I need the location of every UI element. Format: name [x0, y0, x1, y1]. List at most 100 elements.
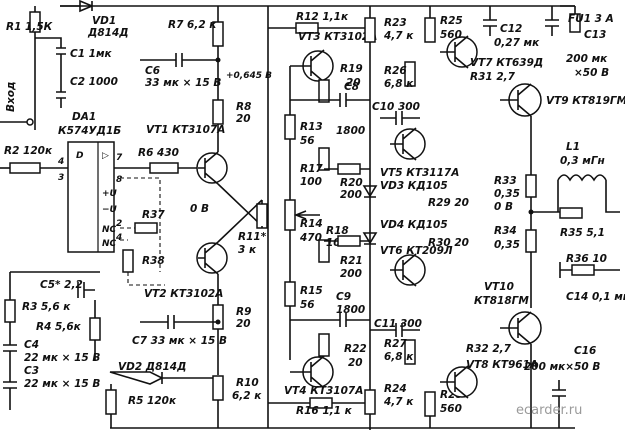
- l1-label: L1: [566, 141, 580, 153]
- c13-value2: ×50 В: [574, 67, 609, 79]
- r9-value: 20: [236, 318, 251, 330]
- r14-value: 470: [299, 232, 322, 244]
- svg-text:−U: −U: [102, 205, 118, 215]
- r6-resistor: [149, 162, 179, 174]
- r24-value: 4,7 к: [383, 396, 414, 408]
- r20-label: R20: [340, 177, 363, 189]
- r33-value: 0,35: [494, 188, 520, 200]
- r23-resistor: [364, 17, 376, 43]
- svg-text:7: 7: [116, 153, 123, 163]
- vd3-diode: [362, 185, 378, 198]
- vd1-type: Д814Д: [87, 27, 129, 39]
- c13-value1: 200 мк: [566, 53, 608, 65]
- svg-text:NC: NC: [102, 239, 117, 249]
- r5-label: R5 120к: [128, 395, 177, 407]
- r25-resistor: [424, 17, 436, 43]
- c4-value: 22 мк × 15 В: [24, 352, 100, 364]
- c5-label: C5* 2,2: [40, 279, 83, 291]
- r10-value: 6,2 к: [232, 390, 262, 402]
- r21-value: 200: [340, 268, 362, 280]
- r29-label: R29 20: [428, 197, 469, 209]
- ov1-label: 0 В: [190, 203, 209, 215]
- svg-text:8: 8: [116, 175, 122, 185]
- r34-resistor: [525, 229, 537, 253]
- fu1-fuse: [569, 13, 581, 33]
- vd2-diode: [109, 371, 218, 385]
- c3-value: 22 мк × 15 В: [24, 378, 100, 390]
- r17-label: R17: [300, 163, 323, 175]
- r20-value: 200: [340, 189, 362, 201]
- c7-label: C7 33 мк × 15 В: [132, 335, 227, 347]
- vt1-label: VT1 КТ3107А: [146, 124, 225, 136]
- svg-text:2: 2: [116, 219, 122, 229]
- da1-opamp: [67, 141, 115, 253]
- r15-value: 56: [300, 299, 315, 311]
- r21-label: R21: [340, 255, 363, 267]
- r24-resistor: [364, 389, 376, 415]
- r7-label: R7 6,2 к: [168, 19, 217, 31]
- r35-resistor: [559, 207, 583, 219]
- r10-label: R10: [236, 377, 259, 389]
- r33-label: R33: [494, 175, 517, 187]
- r21-resistor: [337, 235, 361, 247]
- r1-label: R1 1,5К: [6, 21, 53, 33]
- c3-label: C3: [24, 365, 39, 377]
- l1-value: 0,3 мГн: [560, 155, 605, 167]
- r17-value: 100: [300, 176, 322, 188]
- r37-resistor: [134, 222, 158, 234]
- vt7-label: VT7 КТ639Д: [470, 57, 543, 69]
- r11-value: 3 к: [238, 244, 257, 256]
- r10-resistor: [212, 375, 224, 401]
- r37-label: R37: [142, 209, 165, 221]
- r13-label: R13: [300, 121, 323, 133]
- r18-resistor: [318, 239, 330, 263]
- r28-resistor: [424, 391, 436, 417]
- c9-label: C9: [336, 291, 351, 303]
- r14-potentiometer: [284, 199, 296, 231]
- c1-label: C1 1мк: [70, 48, 113, 60]
- r11-label: R11*: [238, 231, 267, 243]
- r28-value: 560: [440, 403, 462, 415]
- r20-resistor: [337, 163, 361, 175]
- vd4-label: VD4 КД105: [380, 219, 448, 231]
- r27-label: R27: [384, 338, 407, 350]
- r19-label: R19: [340, 63, 363, 75]
- vd2-label: VD2 Д814Д: [118, 361, 186, 373]
- c6-value: 33 мк × 15 В: [145, 77, 221, 89]
- c4-label: C4: [24, 339, 39, 351]
- vt5-label: VT5 КТ3117А: [380, 167, 459, 179]
- r23-value: 4,7 к: [383, 30, 414, 42]
- watermark: ecarder.ru: [516, 403, 582, 418]
- r3-resistor: [4, 299, 16, 323]
- r22-resistor: [318, 333, 330, 357]
- r26-label: R26: [384, 65, 407, 77]
- r36-label: R36 10: [566, 253, 607, 265]
- svg-text:D: D: [76, 151, 84, 161]
- r32-label: R32 2,7: [466, 343, 512, 355]
- r19-resistor: [318, 79, 330, 103]
- vt6-label: VT6 КТ209Л: [380, 245, 453, 257]
- r34-label: R34: [494, 225, 517, 237]
- r15-label: R15: [300, 285, 323, 297]
- c8-label: C8: [344, 81, 359, 93]
- ov2-label: 0 В: [494, 201, 513, 213]
- l1-inductor: [557, 174, 620, 213]
- c6-label: C6: [145, 65, 160, 77]
- svg-text:4: 4: [57, 157, 64, 167]
- vd1-diode: [79, 0, 95, 13]
- svg-text:4: 4: [115, 233, 122, 243]
- r5-resistor: [105, 389, 117, 415]
- r34-value: 0,35: [494, 239, 520, 251]
- vt4-label: VT4 КТ3107А: [284, 385, 363, 397]
- r27-resistor: [404, 339, 416, 365]
- c11-label: C11 300: [374, 318, 422, 330]
- c13-label: C13: [584, 29, 606, 41]
- svg-text:+U: +U: [102, 189, 118, 199]
- vt8-label: VT8 КТ961А: [466, 359, 538, 371]
- vd1-label: VD1: [92, 15, 116, 27]
- r19-value: 20: [346, 77, 361, 89]
- r13-resistor: [284, 114, 296, 140]
- r6-label: R6 430: [138, 147, 179, 159]
- r38-label: R38: [142, 255, 165, 267]
- input-label: Вход: [5, 82, 17, 112]
